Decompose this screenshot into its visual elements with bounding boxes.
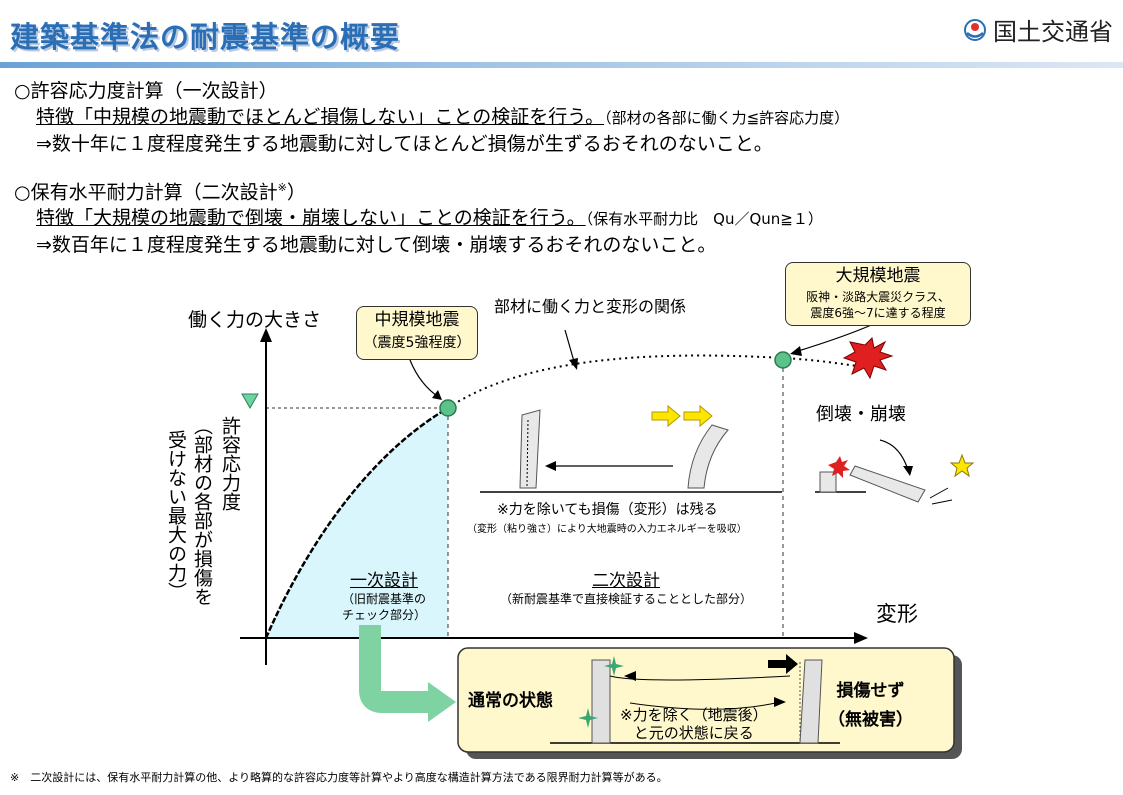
header-rule <box>0 62 1123 68</box>
force-arrow-1-icon <box>651 404 681 428</box>
no-damage-label-1: 損傷せず <box>836 681 905 701</box>
deformed-column-right <box>687 424 729 489</box>
section2-result: ⇒数百年に１度程度発生する地震動に対して倒壊・崩壊するおそれのないこと。 <box>36 234 717 257</box>
normal-state-label: 通常の状態 <box>468 691 553 711</box>
panel-background <box>457 647 955 753</box>
section1-feature-line: 特徴「中規模の地震動でほとんど損傷しない」ことの検証を行う。（部材の各部に働く力… <box>14 104 849 131</box>
panel-sparkle-1-icon <box>604 656 624 676</box>
large-quake-sub2: 震度6強～7に達する程度 <box>810 306 946 320</box>
medium-quake-sub: （震度5強程度） <box>363 335 471 351</box>
y-axis-label: 働く力の大きさ <box>188 309 322 331</box>
curve-pointer-arrow-icon <box>569 358 578 370</box>
allowable-marker-icon <box>241 393 259 410</box>
large-quake-point <box>774 351 792 369</box>
panel-column-left <box>591 659 611 744</box>
deformed-column-left <box>519 409 541 489</box>
return-arrow-head-icon <box>545 461 556 471</box>
force-arrow-2-icon <box>683 404 713 428</box>
residual-note-1: ※力を除いても損傷（変形）は残る <box>497 502 718 518</box>
section2-heading-line: ○保有水平耐力計算（二次設計※） <box>14 175 823 205</box>
section1-feature-note: （部材の各部に働く力≦許容応力度） <box>604 109 850 127</box>
plastic-curve <box>447 354 859 409</box>
fallen-column <box>849 465 926 503</box>
footnote: ※ 二次設計には、保有水平耐力計算の他、より略算的な許容応力度等計算やより高度な… <box>10 771 668 784</box>
medium-pointer-line <box>409 359 441 399</box>
panel-force-arrow-icon <box>768 654 798 674</box>
star-icon <box>949 453 975 478</box>
section1-result: ⇒数十年に１度程度発生する地震動に対してほとんど損傷が生ずるおそれのないこと。 <box>36 133 773 155</box>
first-design-sub1: （旧耐震基準の <box>341 592 426 606</box>
section1-feature: 特徴「中規模の地震動でほとんど損傷しない」ことの検証を行う。 <box>36 106 605 128</box>
first-design-label-group: 一次設計 （旧耐震基準の チェック部分） <box>334 566 434 623</box>
section2-feature-line: 特徴「大規模の地震動で倒壊・崩壊しない」ことの検証を行う。（保有水平耐力比 Qu… <box>14 205 823 232</box>
green-flow-arrow <box>359 625 432 713</box>
ministry-name: 国土交通省 <box>993 18 1113 46</box>
section2-feature: 特徴「大規模の地震動で倒壊・崩壊しない」ことの検証を行う。 <box>36 207 586 230</box>
medium-pointer-arrow-icon <box>432 390 442 400</box>
impact-line-1 <box>929 487 949 499</box>
section-allowable-stress: ○許容応力度計算（一次設計） 特徴「中規模の地震動でほとんど損傷しない」ことの検… <box>14 78 849 157</box>
green-flow-arrow-head-icon <box>428 682 456 722</box>
remove-force-label-2: と元の状態に戻る <box>633 724 754 742</box>
column-stub <box>819 471 837 493</box>
large-quake-sub1: 阪神・淡路大震災クラス、 <box>806 290 950 304</box>
large-quake-box: 大規模地震 阪神・淡路大震災クラス、 震度6強～7に達する程度 <box>785 262 971 326</box>
collapse-pointer-line <box>879 439 909 471</box>
header: 建築基準法の耐震基準の概要 国土交通省 <box>0 0 1123 62</box>
collapse-pointer-arrow-icon <box>903 466 913 476</box>
large-pointer-arrow-icon <box>790 346 802 356</box>
large-quake-title: 大規模地震 <box>835 266 921 286</box>
panel-right-arrow-icon <box>774 697 786 707</box>
ministry-brand: 国土交通省 <box>963 12 1113 47</box>
ministry-logo-icon <box>964 18 986 41</box>
panel-sparkle-2-icon <box>578 708 598 728</box>
section1-heading: ○許容応力度計算（一次設計） <box>14 80 278 102</box>
section2-feature-note: （保有水平耐力比 Qu／Qun≧１） <box>585 210 823 229</box>
second-design-sub: （新耐震基準で直接検証することとした部分） <box>499 592 752 606</box>
residual-note-2: （変形（粘り強さ）により大地震時の入力エネルギーを吸収） <box>467 524 747 535</box>
medium-quake-box: 中規模地震 （震度5強程度） <box>356 306 478 360</box>
burst-icon <box>842 336 894 380</box>
second-design-label-group: 二次設計 （新耐震基準で直接検証することとした部分） <box>476 566 776 607</box>
x-axis-label: 変形 <box>876 602 918 626</box>
medium-quake-point <box>439 399 457 417</box>
panel-oscillation-lines <box>609 675 791 710</box>
no-damage-label-2: （無被害） <box>828 710 913 730</box>
remove-force-label-1: ※力を除く（地震後） <box>620 706 768 724</box>
first-design-label: 一次設計 <box>350 571 418 591</box>
second-design-label: 二次設計 <box>592 571 660 591</box>
collapse-label: 倒壊・崩壊 <box>816 404 906 425</box>
elastic-curve <box>264 406 449 639</box>
first-design-area <box>266 408 448 638</box>
first-design-sub2: チェック部分） <box>341 608 426 622</box>
x-axis-arrow-icon <box>854 632 868 644</box>
allowable-label-3: 受けない最大の力） <box>165 430 187 601</box>
section2-heading-mark: ※ <box>277 181 287 194</box>
section-horizontal-strength: ○保有水平耐力計算（二次設計※） 特徴「大規模の地震動で倒壊・崩壊しない」ことの… <box>14 175 823 258</box>
curve-label: 部材に働く力と変形の関係 <box>494 297 687 316</box>
section2-heading-close: ） <box>286 181 306 204</box>
impact-line-2 <box>931 499 953 505</box>
column-crack-left <box>526 419 529 487</box>
medium-quake-title: 中規模地震 <box>374 310 460 330</box>
allowable-label-1: 許容応力度 <box>219 416 241 511</box>
page-title: 建築基準法の耐震基準の概要 <box>10 20 401 54</box>
remove-force-group: ※力を除く（地震後） と元の状態に戻る <box>620 706 768 742</box>
panel-left-arrow-icon <box>624 671 636 681</box>
panel-column-right <box>799 659 823 744</box>
y-axis-arrow-icon <box>260 328 272 342</box>
section2-heading: ○保有水平耐力計算（二次設計 <box>14 181 278 204</box>
no-damage-group: 損傷せず （無被害） <box>828 676 913 730</box>
small-burst-icon <box>828 456 850 478</box>
allowable-label-2: （部材の各部が損傷を <box>191 416 213 606</box>
